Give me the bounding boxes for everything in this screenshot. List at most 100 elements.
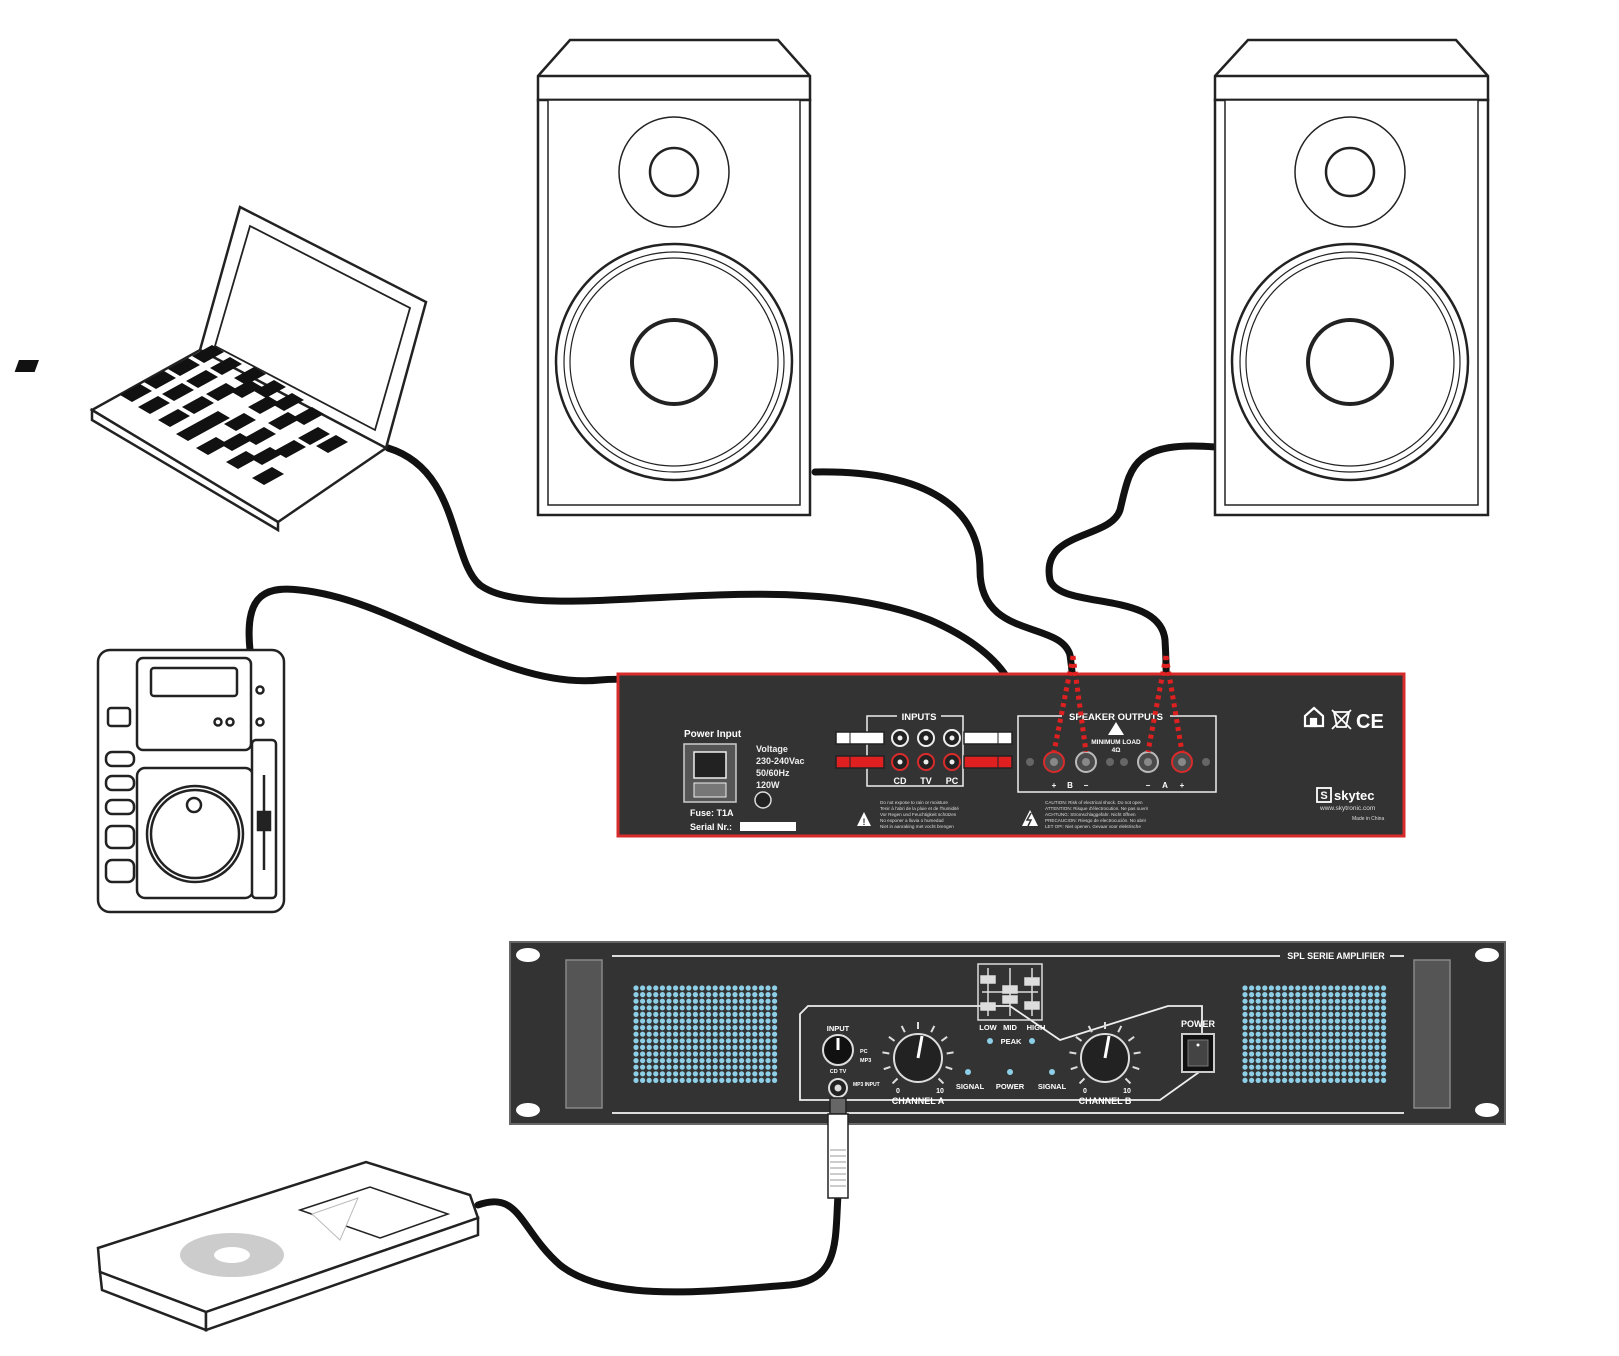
vent-hole	[758, 1011, 765, 1018]
vent-hole	[659, 985, 666, 991]
vent-hole	[1255, 1077, 1261, 1083]
vent-hole	[640, 998, 646, 1004]
vent-hole	[765, 1064, 771, 1070]
vent-hole	[1354, 998, 1360, 1004]
vent-hole	[686, 1018, 692, 1024]
vent-hole	[640, 1044, 646, 1050]
vent-hole	[673, 1044, 679, 1050]
ground-screw	[754, 791, 772, 809]
vent-hole	[679, 1064, 685, 1070]
vent-hole	[1321, 1031, 1327, 1037]
vent-hole	[1249, 985, 1255, 991]
vent-hole	[1255, 1051, 1261, 1057]
vent-hole	[1348, 1071, 1354, 1077]
scale-tick	[883, 1066, 891, 1071]
vent-hole	[719, 1018, 725, 1024]
vent-hole	[1268, 985, 1274, 991]
vent-hole	[1361, 1044, 1367, 1050]
vent-hole	[1367, 1051, 1373, 1057]
scale-tick	[1075, 1036, 1083, 1042]
vent-hole	[673, 1064, 679, 1070]
vent-hole	[1275, 992, 1281, 998]
vent-hole	[719, 1071, 725, 1077]
vent-hole	[646, 998, 652, 1004]
vent-hole	[699, 1038, 705, 1044]
vent-hole	[633, 1058, 639, 1064]
vent-hole	[1374, 1025, 1380, 1031]
vent-hole	[1262, 1044, 1268, 1050]
vent-hole	[686, 1025, 692, 1031]
vent-hole	[739, 992, 745, 998]
vent-hole	[633, 1031, 639, 1037]
vent-hole	[1374, 1058, 1380, 1064]
scale-tick	[946, 1051, 954, 1055]
vent-hole	[673, 1038, 679, 1044]
vent-hole	[725, 1038, 732, 1044]
svg-text:S: S	[1320, 790, 1327, 802]
vent-hole	[1341, 1038, 1347, 1044]
vent-hole	[659, 1044, 666, 1050]
vent-hole	[1361, 1018, 1367, 1024]
vent-hole	[1242, 1071, 1248, 1077]
vent-hole	[1301, 1077, 1307, 1083]
vent-hole	[1361, 1077, 1367, 1083]
vent-hole	[659, 1025, 666, 1031]
binding-posts	[1026, 751, 1210, 773]
vent-hole	[1334, 1018, 1340, 1024]
vent-hole	[1295, 985, 1301, 991]
vent-hole	[1315, 1025, 1321, 1031]
vent-hole	[699, 1051, 705, 1057]
vent-hole	[1262, 1011, 1268, 1018]
vent-hole	[699, 1071, 705, 1077]
speaker-right-icon	[1213, 38, 1490, 517]
vent-hole	[765, 1025, 771, 1031]
channel-b-min: 0	[1083, 1088, 1087, 1095]
vent-hole	[1242, 1077, 1248, 1083]
vent-hole	[1381, 1005, 1387, 1011]
min-load-label: MINIMUM LOAD	[1091, 739, 1141, 746]
vent-hole	[1255, 1025, 1261, 1031]
vent-hole	[1341, 1051, 1347, 1057]
vent-hole	[1295, 1031, 1301, 1037]
vent-hole	[1321, 1051, 1327, 1057]
vent-hole	[1328, 1044, 1334, 1050]
vent-hole	[1321, 1058, 1327, 1064]
vent-hole	[1321, 1077, 1327, 1083]
vent-hole	[646, 1064, 652, 1070]
vent-hole	[739, 1018, 745, 1024]
vent-hole	[699, 1077, 705, 1083]
vent-hole	[706, 1031, 712, 1037]
vent-hole	[1262, 985, 1268, 991]
vent-hole	[1288, 1064, 1294, 1070]
vent-hole	[719, 1011, 725, 1018]
vent-hole	[1295, 1018, 1301, 1024]
vent-hole	[1288, 1011, 1294, 1018]
vent-hole	[1301, 1058, 1307, 1064]
vent-hole	[653, 998, 659, 1004]
vent-hole	[1321, 1018, 1327, 1024]
vent-hole	[772, 1038, 778, 1044]
vent-hole	[1367, 1038, 1373, 1044]
vent-hole	[1328, 998, 1334, 1004]
vent-hole	[719, 1051, 725, 1057]
vent-hole	[725, 1064, 732, 1070]
min-load-warning-icon	[1108, 722, 1124, 735]
vent-hole	[1282, 1064, 1288, 1070]
vent-hole	[1308, 992, 1314, 998]
signal-left-label: SIGNAL	[956, 1082, 985, 1091]
vent-hole	[1361, 1064, 1367, 1070]
vent-hole	[752, 998, 758, 1004]
vent-hole	[1242, 1005, 1248, 1011]
vent-hole	[1308, 1044, 1314, 1050]
vent-hole	[1315, 1018, 1321, 1024]
vent-hole	[1374, 1018, 1380, 1024]
vent-hole	[653, 1064, 659, 1070]
vent-hole	[1348, 992, 1354, 998]
vent-hole	[1315, 1011, 1321, 1018]
vent-hole	[1282, 1051, 1288, 1057]
vent-hole	[765, 1011, 771, 1018]
vent-hole	[1275, 998, 1281, 1004]
vent-hole	[1374, 1044, 1380, 1050]
vent-hole	[1321, 1005, 1327, 1011]
vent-hole	[1295, 1077, 1301, 1083]
